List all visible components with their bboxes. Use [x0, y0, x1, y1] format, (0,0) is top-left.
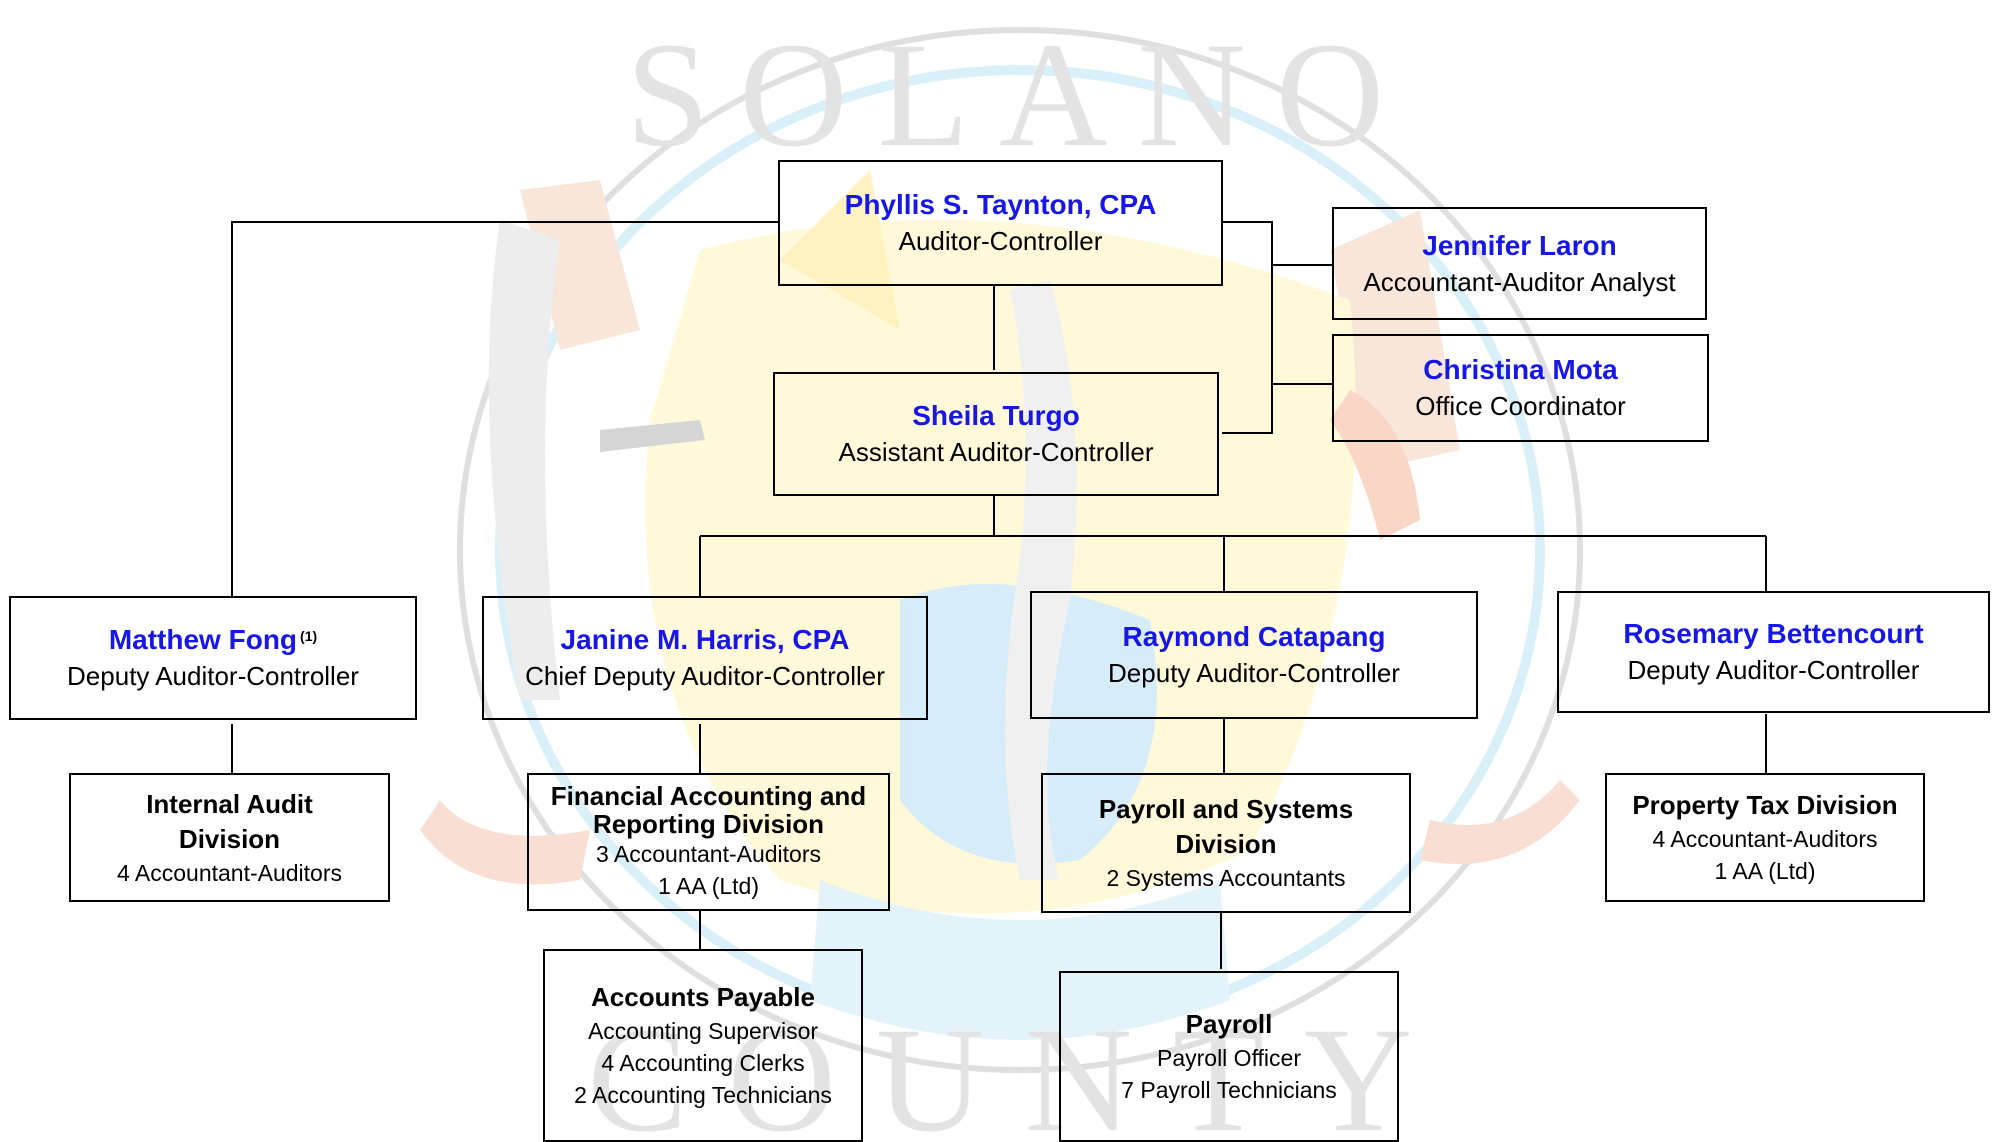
deputy-name: Matthew Fong(1)	[109, 622, 317, 658]
deputy-name: Raymond Catapang	[1122, 621, 1386, 652]
division-title: Financial Accounting and	[550, 781, 867, 811]
seal-bottom-lettering: COUNTY	[588, 997, 1453, 1142]
deputy-title: Deputy Auditor-Controller	[67, 661, 359, 691]
division-staff: 4 Accountant-Auditors	[116, 859, 343, 886]
deputy-title: Deputy Auditor-Controller	[1108, 658, 1400, 688]
division-staff: 7 Payroll Technicians	[1121, 1077, 1337, 1103]
division-box-property-tax: Property Tax Division 4 Accountant-Audit…	[1605, 773, 1925, 902]
staff-title: Office Coordinator	[1415, 391, 1626, 421]
seal-top-lettering: SOLANO	[626, 12, 1414, 178]
division-staff: 4 Accounting Clerks	[601, 1050, 805, 1076]
connector-staff-bracket	[1221, 221, 1273, 434]
staff-name: Christina Mota	[1423, 354, 1618, 385]
deputy-box-fong: Matthew Fong(1) Deputy Auditor-Controlle…	[9, 596, 417, 720]
division-staff: 1 AA (Ltd)	[657, 873, 759, 899]
division-box-accounts-payable: Accounts Payable Accounting Supervisor 4…	[543, 949, 863, 1142]
division-title: Accounts Payable	[591, 982, 815, 1012]
deputy-title: Chief Deputy Auditor-Controller	[525, 661, 885, 691]
executive-name: Phyllis S. Taynton, CPA	[844, 189, 1157, 220]
division-title: Property Tax Division	[1632, 790, 1898, 820]
division-box-internal-audit: Internal Audit Division 4 Accountant-Aud…	[69, 773, 390, 902]
division-title: Payroll and Systems	[1098, 794, 1354, 824]
deputy-name: Janine M. Harris, CPA	[560, 624, 850, 655]
division-staff: 1 AA (Ltd)	[1714, 858, 1816, 884]
division-box-payroll-systems: Payroll and Systems Division 2 Systems A…	[1041, 773, 1411, 913]
deputy-name-text: Matthew Fong	[108, 624, 298, 655]
division-title: Payroll	[1185, 1009, 1273, 1039]
connector-executive-to-fong	[231, 221, 778, 596]
assistant-title: Assistant Auditor-Controller	[838, 437, 1154, 467]
assistant-name: Sheila Turgo	[912, 400, 1080, 431]
division-title: Internal Audit	[146, 788, 313, 819]
division-box-payroll: Payroll Payroll Officer 7 Payroll Techni…	[1059, 971, 1399, 1142]
footnote-marker: (1)	[300, 628, 318, 644]
executive-box: Phyllis S. Taynton, CPA Auditor-Controll…	[778, 160, 1223, 286]
division-title: Reporting Division	[592, 809, 825, 839]
staff-name: Jennifer Laron	[1422, 229, 1617, 261]
division-title: Division	[1175, 829, 1277, 859]
division-staff: Payroll Officer	[1156, 1045, 1301, 1071]
staff-box-laron: Jennifer Laron Accountant-Auditor Analys…	[1332, 207, 1707, 320]
staff-title: Accountant-Auditor Analyst	[1363, 266, 1676, 297]
division-staff: 3 Accountant-Auditors	[595, 841, 822, 867]
deputy-name: Rosemary Bettencourt	[1623, 618, 1924, 649]
division-staff: 2 Accounting Technicians	[574, 1082, 832, 1108]
division-staff: 2 Systems Accountants	[1106, 865, 1346, 891]
deputy-title: Deputy Auditor-Controller	[1627, 655, 1920, 685]
deputy-box-bettencourt: Rosemary Bettencourt Deputy Auditor-Cont…	[1557, 591, 1990, 713]
deputy-box-catapang: Raymond Catapang Deputy Auditor-Controll…	[1030, 591, 1478, 719]
division-title: Division	[178, 823, 281, 854]
division-staff: 4 Accountant-Auditors	[1652, 826, 1878, 852]
assistant-box: Sheila Turgo Assistant Auditor-Controlle…	[773, 372, 1219, 496]
deputy-box-harris: Janine M. Harris, CPA Chief Deputy Audit…	[482, 596, 928, 720]
staff-box-mota: Christina Mota Office Coordinator	[1332, 334, 1709, 442]
division-box-financial: Financial Accounting and Reporting Divis…	[527, 773, 890, 911]
executive-title: Auditor-Controller	[898, 226, 1103, 256]
division-staff: Accounting Supervisor	[587, 1018, 819, 1044]
